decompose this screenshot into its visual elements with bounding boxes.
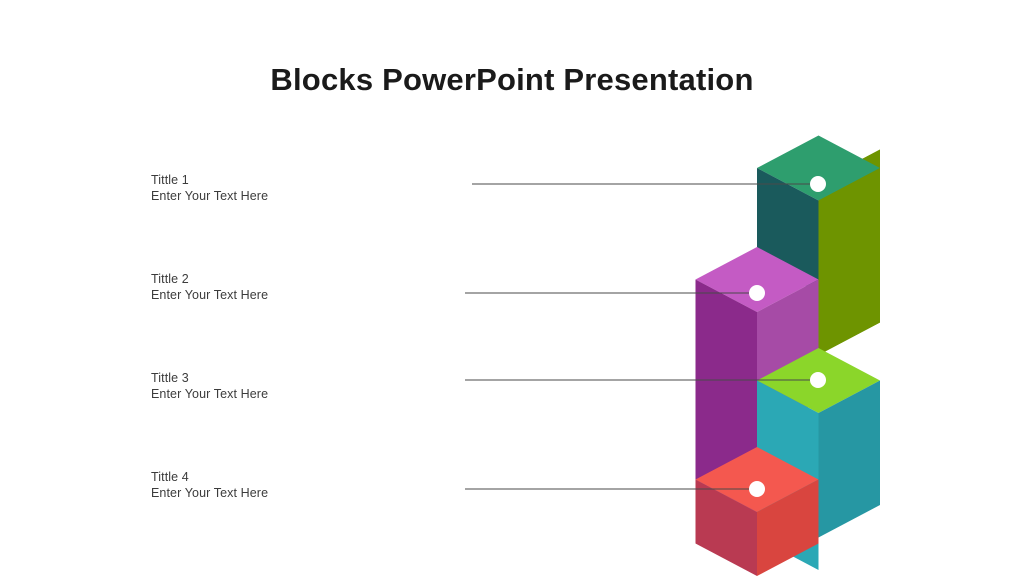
item-body: Enter Your Text Here [151, 288, 269, 302]
item-title: Tittle 2 [151, 272, 189, 286]
block-teal-right-face [818, 380, 880, 538]
item-body: Enter Your Text Here [151, 486, 269, 500]
item-title: Tittle 3 [151, 371, 189, 385]
marker-dot[interactable] [749, 285, 765, 301]
marker-dot[interactable] [810, 372, 826, 388]
marker-dot[interactable] [810, 176, 826, 192]
list-item[interactable]: Tittle 3 Enter Your Text Here [151, 370, 481, 402]
list-item[interactable]: Tittle 4 Enter Your Text Here [151, 469, 481, 501]
item-body: Enter Your Text Here [151, 189, 269, 203]
list-item[interactable]: Tittle 1 Enter Your Text Here [151, 172, 481, 204]
marker-dot[interactable] [749, 481, 765, 497]
list-item[interactable]: Tittle 2 Enter Your Text Here [151, 271, 481, 303]
block-red-right-face [757, 479, 819, 576]
block-green-right-face-main [818, 168, 880, 355]
page-title: Blocks PowerPoint Presentation [270, 62, 754, 97]
item-body: Enter Your Text Here [151, 387, 269, 401]
block-purple-left-face [695, 279, 757, 512]
item-title: Tittle 1 [151, 173, 189, 187]
block-red-left-face [695, 479, 757, 576]
item-title: Tittle 4 [151, 470, 189, 484]
